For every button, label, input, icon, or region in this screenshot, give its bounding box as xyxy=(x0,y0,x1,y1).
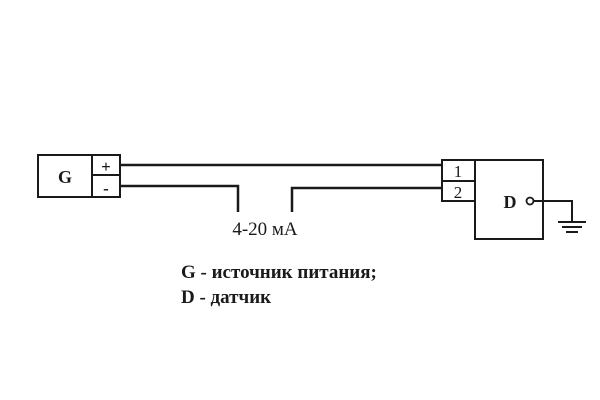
sensor-block: D xyxy=(474,159,544,240)
terminal-2-label: 2 xyxy=(454,183,463,202)
sensor-label: D xyxy=(504,192,517,212)
ground-connector-icon xyxy=(525,196,535,206)
ground-icon xyxy=(533,200,586,233)
ground-wire xyxy=(533,200,573,222)
legend-line-sensor: D - датчик xyxy=(181,287,272,308)
wire-minus-segment xyxy=(120,184,240,212)
sensor-box xyxy=(474,159,544,240)
terminal-plus-label: + xyxy=(101,157,111,176)
wire-2-segment xyxy=(290,186,442,212)
sensor-terminal-block: 1 2 xyxy=(441,159,476,202)
terminal-minus-label: - xyxy=(103,179,109,198)
legend-line-source: G - источник питания; xyxy=(181,262,377,283)
signal-label: 4-20 мА xyxy=(232,219,298,240)
source-label: G xyxy=(58,167,72,187)
terminal-1-label: 1 xyxy=(454,162,463,181)
power-source-block: G + - xyxy=(37,154,121,198)
